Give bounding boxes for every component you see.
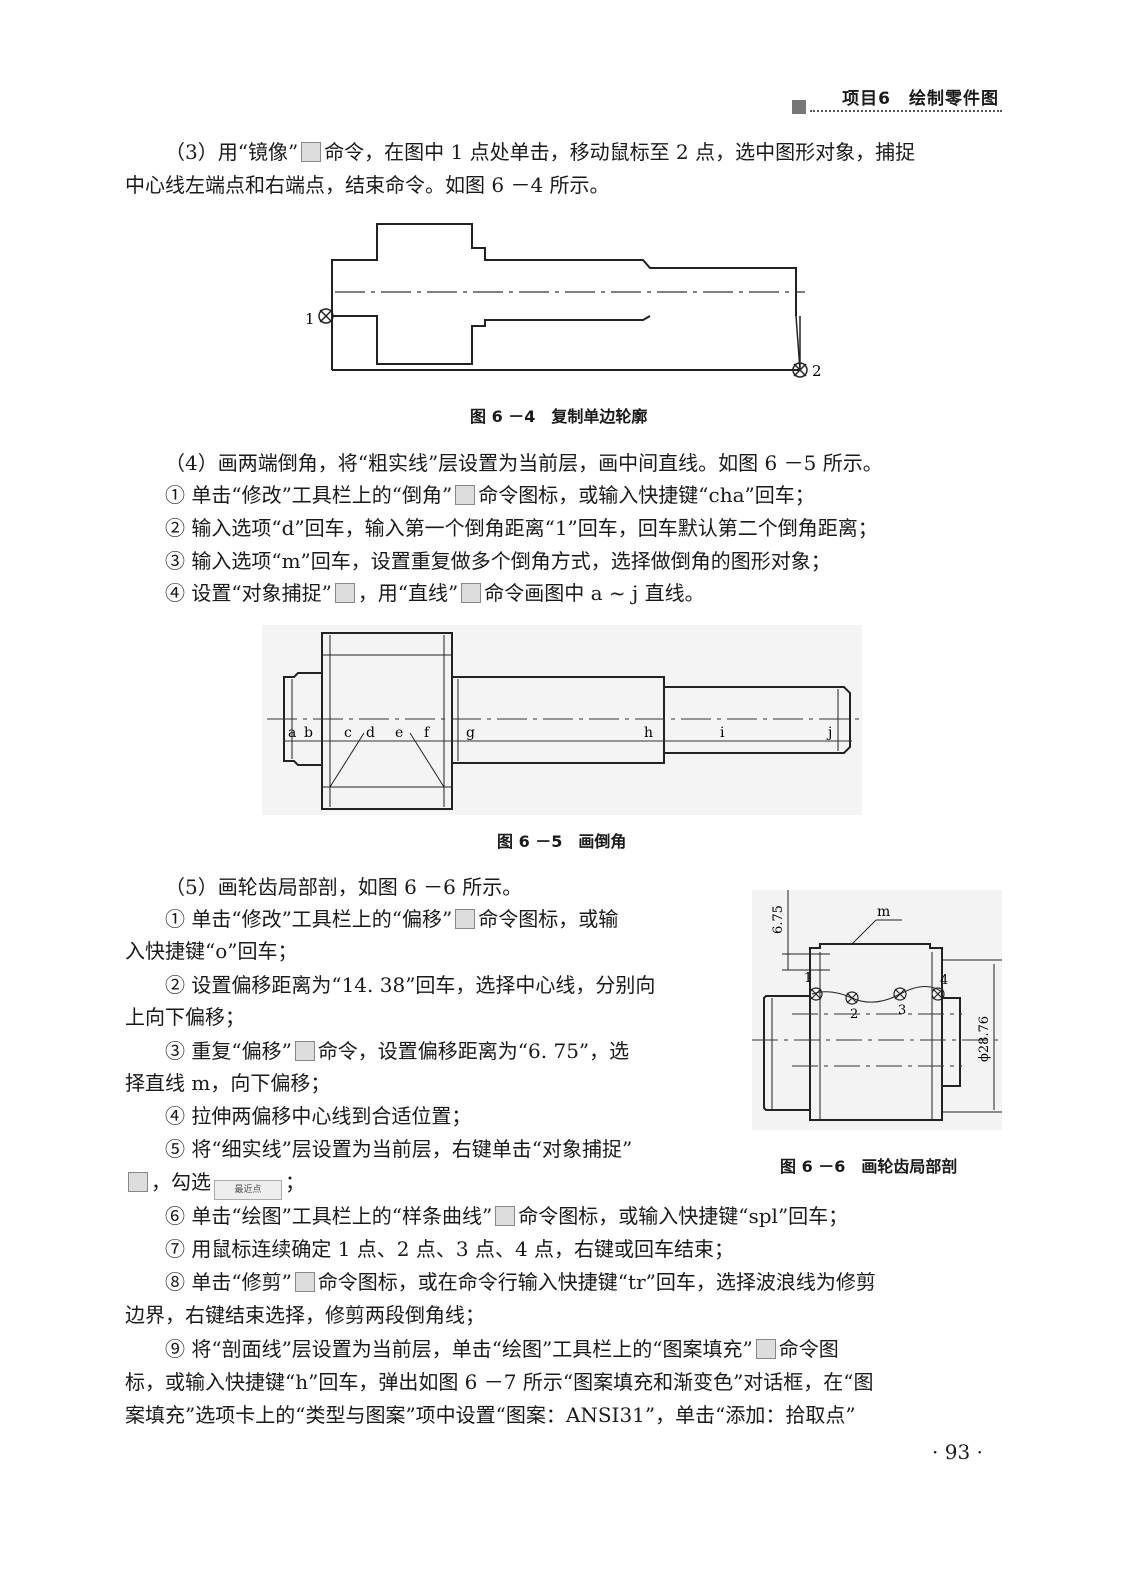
- step4-item3: ③ 输入选项“m”回车，设置重复做多个倒角方式，选择做倒角的图形对象；: [165, 549, 831, 573]
- spline-icon: [495, 1206, 516, 1226]
- step5-item7: ⑦ 用鼠标连续确定 1 点、2 点、3 点、4 点，右键或回车结束；: [165, 1237, 735, 1261]
- shaft-profile: [331, 223, 797, 316]
- step5-item5-line1: ⑤ 将“细实线”层设置为当前层，右键单击“对象捕捉”: [165, 1137, 633, 1161]
- offset-icon: [294, 1041, 315, 1061]
- point-label-2: 2: [812, 362, 822, 380]
- object-snap-icon: [128, 1172, 148, 1192]
- step5-item8-line1: ⑧ 单击“修剪”命令图标，或在命令行输入快捷键“tr”回车，选择波浪线为修剪: [165, 1270, 876, 1294]
- figure-6-5-caption: 图 6 －5 画倒角: [497, 832, 627, 851]
- shaft-right-end: [663, 686, 851, 754]
- object-snap-icon: [334, 583, 355, 603]
- header-marker: [792, 100, 806, 114]
- line-label-c: c: [344, 725, 352, 741]
- step5-item4: ④ 拉伸两偏移中心线到合适位置；: [165, 1104, 472, 1128]
- snap-marker-2: [792, 362, 808, 378]
- dim-6-75: 6.75: [771, 905, 786, 934]
- snap-marker-1: [318, 308, 334, 324]
- point-label-1: 1: [305, 310, 315, 328]
- gear-body: [809, 943, 943, 1121]
- point-2: 2: [850, 1007, 858, 1022]
- step5-item9-line1: ⑨ 将“剖面线”层设置为当前层，单击“绘图”工具栏上的“图案填充”命令图: [165, 1337, 839, 1361]
- figure-6-4: 1 2: [305, 223, 822, 380]
- point-4: 4: [940, 973, 948, 988]
- figure-6-5: a b c d e f g h i j: [262, 625, 862, 815]
- line-label-g: g: [466, 725, 475, 741]
- step5-item3-line2: 择直线 m，向下偏移；: [125, 1071, 331, 1095]
- line-icon: [461, 583, 482, 603]
- figure-6-4-caption: 图 6 －4 复制单边轮廓: [470, 407, 648, 426]
- step5-item1-line1: ① 单击“修改”工具栏上的“偏移”命令图标，或输: [165, 907, 619, 931]
- step5-item1-line2: 入快捷键“o”回车；: [125, 939, 298, 963]
- point-3: 3: [898, 1003, 906, 1018]
- line-label-a: a: [288, 725, 296, 741]
- step4-item4: ④ 设置“对象捕捉”，用“直线”命令画图中 a ~ j 直线。: [165, 581, 705, 605]
- header-rule: [810, 110, 1002, 112]
- running-header: 项目6 绘制零件图: [842, 89, 999, 109]
- step5-item8-line2: 边界，右键结束选择，修剪两段倒角线；: [125, 1303, 485, 1327]
- nearest-point-option: 最近点: [214, 1180, 282, 1200]
- step4-intro: （4）画两端倒角，将“粗实线”层设置为当前层，画中间直线。如图 6 －5 所示。: [165, 451, 883, 475]
- offset-icon: [455, 909, 476, 929]
- step5-item2-line2: 上向下偏移；: [125, 1005, 245, 1029]
- step3-line1: （3）用“镜像”命令，在图中 1 点处单击，移动鼠标至 2 点，选中图形对象，捕…: [165, 140, 916, 164]
- step5-item9-line2: 标，或输入快捷键“h”回车，弹出如图 6 －7 所示“图案填充和渐变色”对话框，…: [125, 1370, 874, 1394]
- mirror-icon: [301, 142, 322, 162]
- shaft-middle: [451, 676, 665, 764]
- line-label-e: e: [395, 725, 403, 741]
- step4-item1: ① 单击“修改”工具栏上的“倒角”命令图标，或输入快捷键“cha”回车；: [165, 483, 815, 507]
- figure-6-6: m 1 2 3 4 6.75 ϕ28.76: [752, 890, 1002, 1130]
- line-label-h: h: [644, 725, 653, 741]
- step3-line2: 中心线左端点和右端点，结束命令。如图 6 －4 所示。: [125, 173, 610, 197]
- spline-wave: [811, 986, 943, 1003]
- label-m: m: [877, 904, 890, 920]
- line-label-f: f: [424, 725, 431, 741]
- chamfer-icon: [455, 485, 476, 505]
- step5-item5-line2: ，勾选最近点；: [125, 1166, 305, 1200]
- step5-item9-line3: 案填充”选项卡上的“类型与图案”项中设置“图案：ANSI31”，单击“添加：拾取…: [125, 1403, 856, 1427]
- step5-item3-line1: ③ 重复“偏移”命令，设置偏移距离为“6. 75”，选: [165, 1039, 630, 1063]
- line-label-d: d: [366, 725, 375, 741]
- step5-intro: （5）画轮齿局部剖，如图 6 －6 所示。: [165, 875, 523, 899]
- step4-item2: ② 输入选项“d”回车，输入第一个倒角距离“1”回车，回车默认第二个倒角距离；: [165, 516, 878, 540]
- shaft-gear: [321, 632, 453, 810]
- page-number: · 93 ·: [932, 1440, 983, 1464]
- point-1: 1: [804, 971, 812, 986]
- hatch-icon: [755, 1339, 776, 1359]
- line-label-j: j: [826, 725, 832, 741]
- line-label-b: b: [304, 725, 313, 741]
- step5-item6: ⑥ 单击“绘图”工具栏上的“样条曲线”命令图标，或输入快捷键“spl”回车；: [165, 1204, 849, 1228]
- trim-icon: [294, 1272, 315, 1292]
- line-label-i: i: [720, 725, 725, 741]
- figure-6-6-caption: 图 6 －6 画轮齿局部剖: [780, 1157, 958, 1176]
- dim-phi-28-76: ϕ28.76: [977, 1016, 992, 1062]
- step5-item2-line1: ② 设置偏移距离为“14. 38”回车，选择中心线，分别向: [165, 973, 656, 997]
